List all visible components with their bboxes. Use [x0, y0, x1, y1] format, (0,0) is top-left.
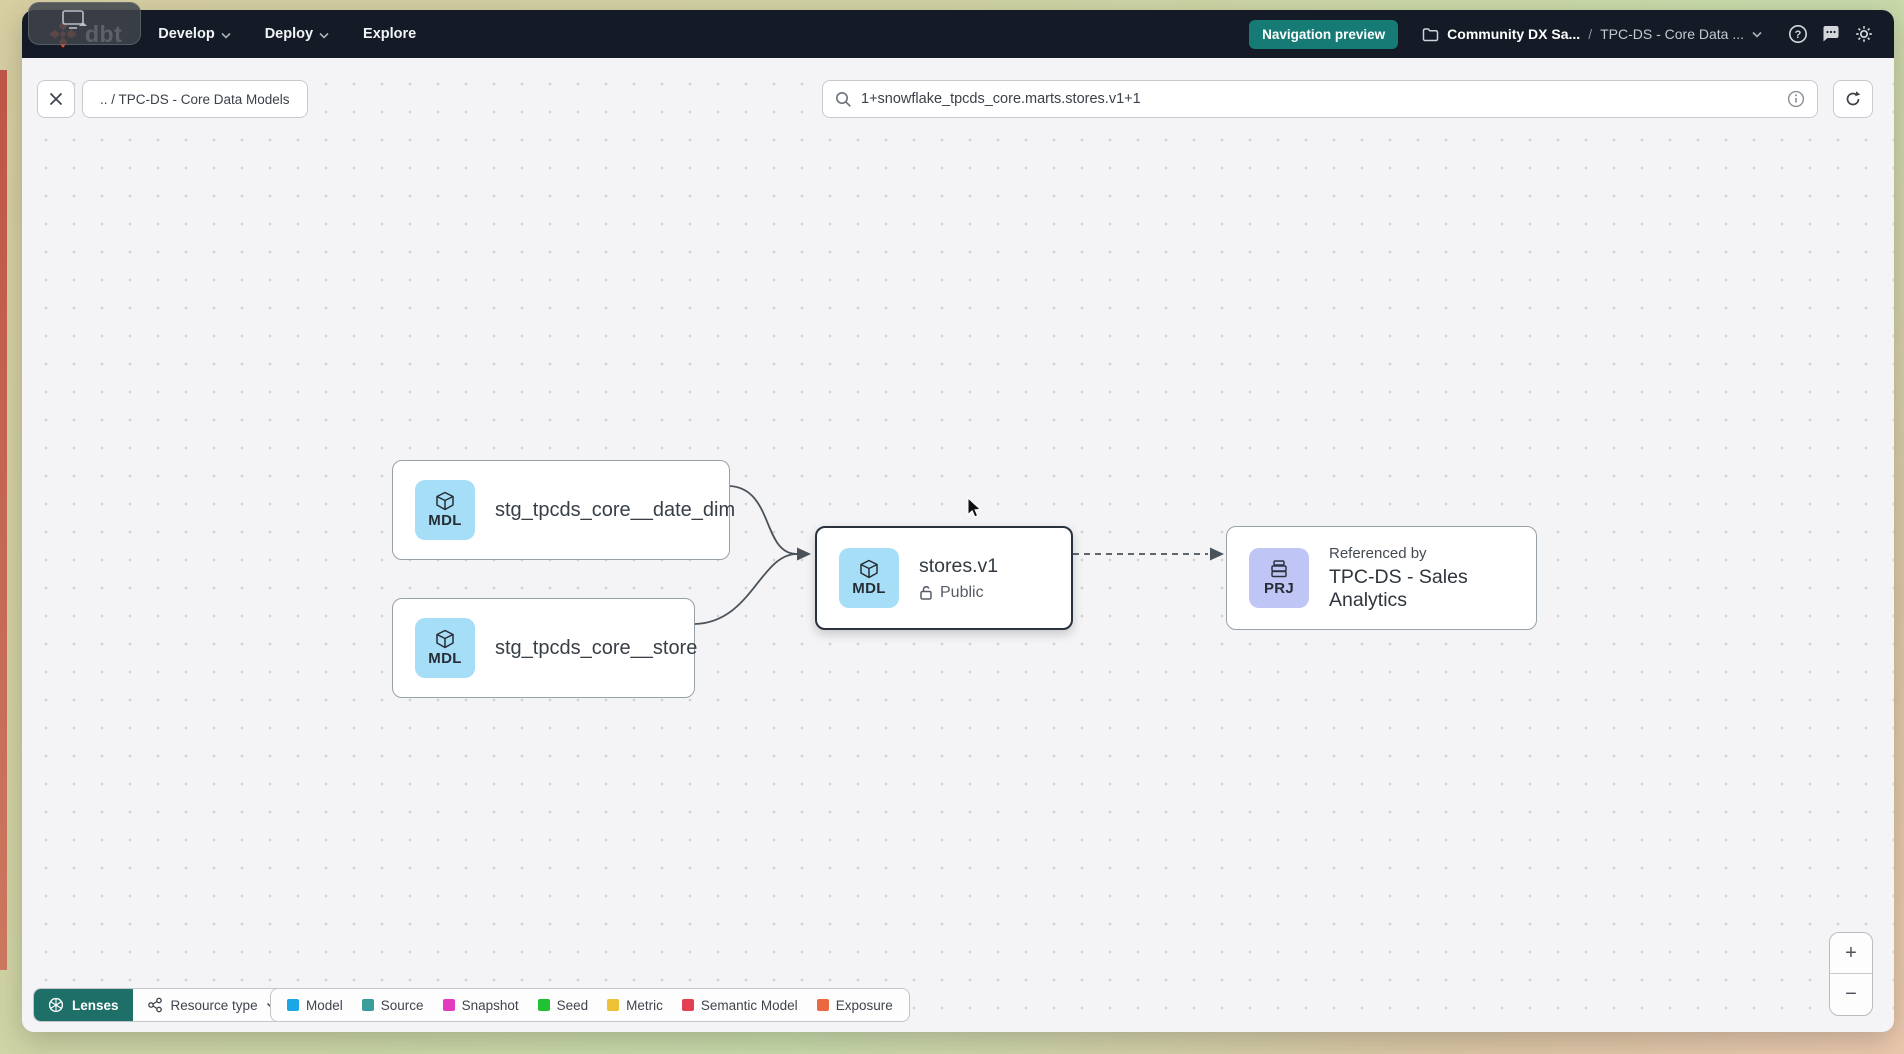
lineage-breadcrumb-label: .. / TPC-DS - Core Data Models — [100, 91, 290, 107]
info-icon[interactable] — [1787, 90, 1805, 108]
lineage-canvas[interactable]: .. / TPC-DS - Core Data Models MDL — [22, 58, 1894, 1032]
search-icon — [836, 91, 851, 107]
legend-item-seed: Seed — [537, 997, 589, 1013]
legend-item-semantic-model: Semantic Model — [681, 997, 798, 1013]
dbt-cloud-window: dbt Develop Deploy Explore Navigation pr… — [22, 10, 1894, 1032]
referenced-by-label: Referenced by — [1329, 544, 1427, 562]
node-label: stg_tpcds_core__date_dim — [495, 498, 736, 521]
lineage-breadcrumb-chip[interactable]: .. / TPC-DS - Core Data Models — [82, 80, 308, 118]
breadcrumb-project[interactable]: Community DX Sa... — [1447, 26, 1581, 42]
resource-type-label: Resource type — [170, 997, 258, 1013]
model-badge: MDL — [839, 548, 899, 608]
nav-item-develop-label: Develop — [158, 26, 215, 42]
model-node-stg-tpcds-core-date-dim[interactable]: MDL stg_tpcds_core__date_dim — [392, 460, 735, 560]
nav-item-explore-label: Explore — [363, 26, 417, 42]
resource-type-dropdown[interactable]: Resource type — [132, 989, 291, 1021]
node-label: TPC-DS - Sales Analytics — [1329, 565, 1468, 611]
settings-gear-icon[interactable] — [1854, 24, 1874, 44]
zoom-controls: + − — [1829, 932, 1873, 1016]
desktop-background-strip — [0, 70, 7, 970]
unlock-icon — [920, 586, 932, 600]
lineage-selector-input[interactable] — [861, 91, 1778, 107]
legend-label: Metric — [626, 997, 663, 1013]
nav-item-develop[interactable]: Develop — [158, 26, 231, 42]
legend-swatch-semantic-model — [681, 999, 694, 1011]
node-text-group: stores.v1 Public — [919, 555, 998, 602]
nav-item-deploy-label: Deploy — [264, 26, 314, 42]
cube-icon — [436, 629, 454, 649]
arrowhead — [1210, 547, 1224, 561]
zoom-in-button[interactable]: + — [1830, 933, 1872, 974]
model-node-stores-v1-selected[interactable]: MDL stores.v1 Public — [815, 526, 1073, 630]
chevron-down-icon — [221, 32, 231, 39]
archive-stack-icon — [1271, 560, 1287, 578]
navbar-icon-group: ? — [1788, 24, 1874, 44]
screen-share-icon — [62, 10, 87, 29]
navbar-right-group: Navigation preview Community DX Sa... / … — [1249, 19, 1874, 49]
badge-label: MDL — [852, 580, 886, 597]
breadcrumb: Community DX Sa... / TPC-DS - Core Data … — [1422, 26, 1762, 42]
arrowhead — [797, 547, 811, 561]
nav-item-explore[interactable]: Explore — [363, 26, 416, 42]
legend-item-source: Source — [361, 997, 424, 1013]
top-navbar: dbt Develop Deploy Explore Navigation pr… — [22, 10, 1894, 58]
lineage-search-bar — [822, 80, 1818, 118]
legend-item-model: Model — [287, 998, 343, 1013]
close-button[interactable] — [37, 80, 75, 118]
legend-swatch-exposure — [816, 999, 829, 1011]
legend-label: Snapshot — [461, 997, 519, 1013]
resource-graph-icon — [147, 997, 162, 1013]
legend-swatch-model — [287, 999, 299, 1011]
lens-aperture-icon — [48, 997, 64, 1013]
legend-label: Semantic Model — [700, 997, 798, 1013]
chevron-down-icon — [319, 32, 329, 39]
badge-label: PRJ — [1263, 580, 1295, 597]
chevron-down-icon[interactable] — [1752, 31, 1762, 38]
zoom-out-button[interactable]: − — [1845, 983, 1857, 1005]
help-icon[interactable]: ? — [1788, 24, 1808, 44]
node-label: stg_tpcds_core__store — [495, 636, 698, 659]
legend-swatch-source — [361, 999, 374, 1011]
legend-label: Model — [306, 997, 343, 1013]
lineage-edges — [694, 485, 1224, 625]
model-badge: MDL — [415, 480, 475, 540]
badge-label: MDL — [428, 512, 462, 529]
legend-label: Source — [380, 997, 424, 1013]
breadcrumb-page[interactable]: TPC-DS - Core Data ... — [1600, 26, 1744, 42]
refresh-button[interactable] — [1833, 80, 1873, 118]
lens-controls: Lenses Resource type — [33, 988, 292, 1022]
legend-item-metric: Metric — [607, 998, 663, 1013]
node-title: stores.v1 — [919, 554, 999, 577]
access-row: Public — [919, 584, 998, 602]
access-label: Public — [940, 583, 984, 601]
project-badge: PRJ — [1249, 548, 1309, 608]
feedback-icon[interactable] — [1821, 24, 1841, 44]
badge-label: MDL — [428, 650, 462, 667]
refresh-icon — [1846, 91, 1861, 106]
legend-label: Exposure — [835, 997, 893, 1013]
lenses-label: Lenses — [72, 997, 119, 1013]
close-icon — [49, 92, 63, 106]
project-node-sales-analytics[interactable]: PRJ Referenced by TPC-DS - Sales Analyti… — [1226, 526, 1537, 630]
legend-swatch-metric — [607, 999, 620, 1011]
model-badge: MDL — [415, 618, 475, 678]
node-text-group: Referenced by TPC-DS - Sales Analytics — [1329, 545, 1514, 612]
lenses-button[interactable]: Lenses — [34, 989, 133, 1021]
cube-icon — [436, 491, 454, 511]
folder-icon — [1422, 27, 1439, 41]
legend-item-exposure: Exposure — [816, 997, 893, 1013]
nav-item-deploy[interactable]: Deploy — [265, 26, 329, 42]
breadcrumb-separator: / — [1588, 26, 1593, 42]
legend-swatch-seed — [537, 999, 550, 1011]
resource-type-legend: Model Source Snapshot Seed Metric Semant… — [270, 988, 910, 1022]
screen-share-overlay — [28, 2, 141, 45]
navigation-preview-badge[interactable]: Navigation preview — [1249, 19, 1399, 49]
legend-swatch-snapshot — [442, 999, 455, 1011]
legend-label: Seed — [556, 997, 589, 1013]
svg-text:?: ? — [1795, 29, 1802, 41]
legend-item-snapshot: Snapshot — [442, 997, 519, 1013]
model-node-stg-tpcds-core-store[interactable]: MDL stg_tpcds_core__store — [392, 598, 698, 698]
mouse-cursor — [967, 497, 982, 518]
cube-icon — [860, 559, 878, 579]
